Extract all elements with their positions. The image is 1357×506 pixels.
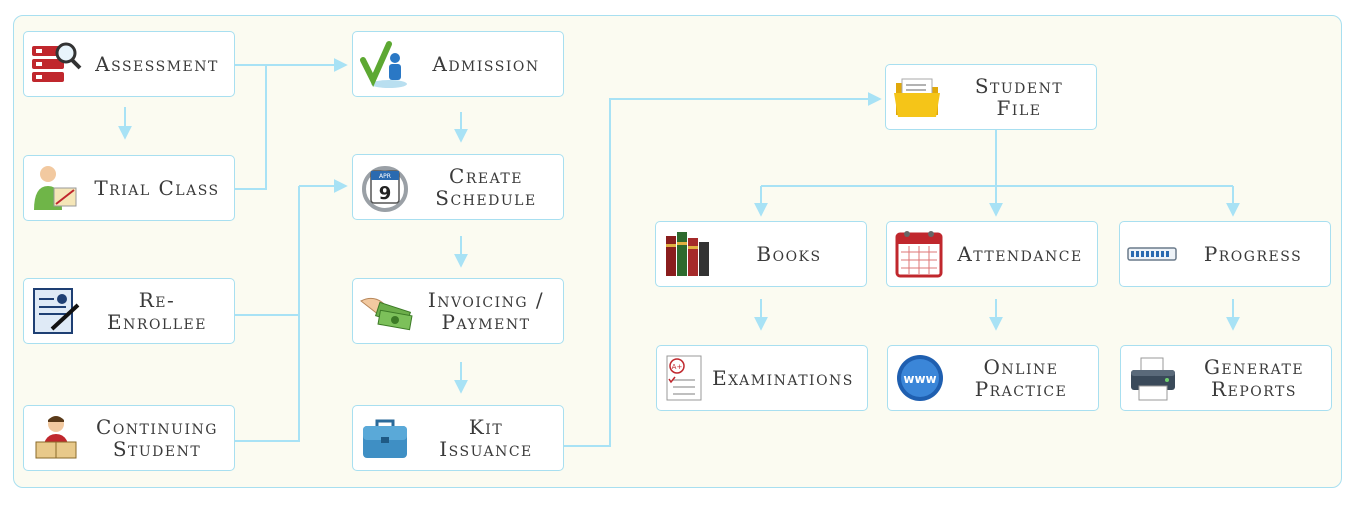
continuing-label-1: Continuing — [96, 415, 218, 439]
folder-icon — [892, 71, 944, 123]
node-create-schedule[interactable]: APR 9 Create Schedule — [352, 154, 564, 220]
node-label: Progress — [1182, 222, 1324, 286]
node-admission[interactable]: Admission — [352, 31, 564, 97]
globe-www-icon: www — [894, 352, 946, 404]
progress-bar-icon — [1126, 228, 1178, 280]
node-books[interactable]: Books — [655, 221, 867, 287]
node-label: Re- Enrollee — [86, 279, 228, 343]
node-assessment[interactable]: Assessment — [23, 31, 235, 97]
node-generate-reports[interactable]: Generate Reports — [1120, 345, 1332, 411]
node-label: Trial Class — [86, 156, 228, 220]
student-writing-icon — [30, 162, 82, 214]
examinations-label: Examinations — [712, 366, 854, 390]
calendar-grid-icon — [893, 228, 945, 280]
online-practice-label-2: Practice — [974, 377, 1068, 401]
node-label: Online Practice — [950, 346, 1092, 410]
create-schedule-label-2: Schedule — [435, 186, 537, 210]
generate-reports-label-1: Generate — [1203, 355, 1305, 379]
node-label: Books — [718, 222, 860, 286]
generate-reports-label-2: Reports — [1211, 377, 1297, 401]
node-label: Student File — [948, 65, 1090, 129]
svg-text:www: www — [903, 372, 936, 386]
admission-label: Admission — [432, 52, 540, 76]
node-trial-class[interactable]: Trial Class — [23, 155, 235, 221]
server-search-icon — [30, 38, 82, 90]
node-label: Generate Reports — [1183, 346, 1325, 410]
re-enrollee-label: Re- Enrollee — [107, 288, 207, 334]
svg-text:9: 9 — [379, 183, 392, 204]
money-hand-icon — [359, 285, 413, 337]
kit-label-2: Issuance — [439, 437, 533, 461]
invoicing-label-2: Payment — [441, 310, 531, 334]
signed-document-icon — [30, 285, 82, 337]
node-online-practice[interactable]: www Online Practice — [887, 345, 1099, 411]
node-continuing-student[interactable]: Continuing Student — [23, 405, 235, 471]
node-label: Examinations — [703, 346, 863, 410]
svg-text:A+: A+ — [672, 363, 683, 371]
checkmark-person-icon — [359, 38, 411, 90]
continuing-label-2: Student — [112, 437, 202, 461]
progress-label: Progress — [1203, 242, 1303, 266]
node-label: Continuing Student — [86, 406, 228, 470]
invoicing-label-1: Invoicing / — [427, 288, 545, 312]
kit-label-1: Kit — [468, 415, 504, 439]
node-label: Assessment — [86, 32, 228, 96]
books-icon — [662, 228, 714, 280]
attendance-label: Attendance — [957, 242, 1083, 266]
books-label: Books — [756, 242, 822, 266]
node-invoicing-payment[interactable]: Invoicing / Payment — [352, 278, 564, 344]
student-reading-icon — [30, 412, 82, 464]
node-re-enrollee[interactable]: Re- Enrollee — [23, 278, 235, 344]
node-label: Kit Issuance — [415, 406, 557, 470]
student-file-label-2: File — [996, 96, 1042, 120]
calendar-icon: APR 9 — [359, 161, 411, 213]
node-label: Attendance — [949, 222, 1091, 286]
online-practice-label-1: Online — [983, 355, 1059, 379]
node-label: Admission — [415, 32, 557, 96]
svg-text:APR: APR — [379, 173, 391, 180]
node-student-file[interactable]: Student File — [885, 64, 1097, 130]
node-examinations[interactable]: A+ Examinations — [656, 345, 868, 411]
printer-icon — [1127, 352, 1179, 404]
node-kit-issuance[interactable]: Kit Issuance — [352, 405, 564, 471]
node-label: Create Schedule — [415, 155, 557, 219]
assessment-label: Assessment — [95, 52, 219, 76]
graded-test-icon: A+ — [663, 352, 707, 404]
trial-class-label: Trial Class — [94, 176, 220, 200]
create-schedule-label-1: Create — [449, 164, 523, 188]
node-attendance[interactable]: Attendance — [886, 221, 1098, 287]
node-label: Invoicing / Payment — [415, 279, 557, 343]
node-progress[interactable]: Progress — [1119, 221, 1331, 287]
student-file-label-1: Student — [974, 74, 1064, 98]
briefcase-icon — [359, 412, 411, 464]
